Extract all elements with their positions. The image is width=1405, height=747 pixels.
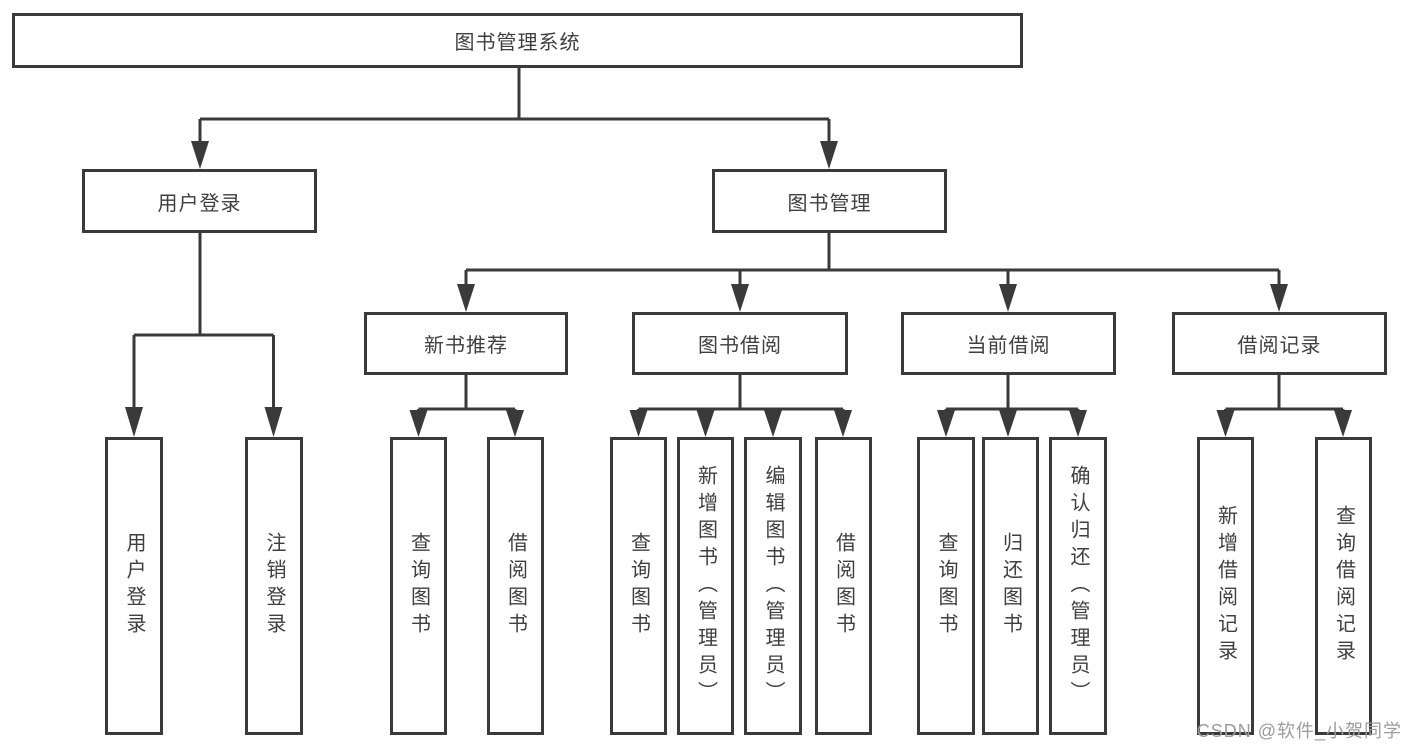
leaf-logout-login: 注销登录 — [245, 437, 303, 735]
node-user-login-label: 用户登录 — [157, 192, 242, 215]
arrowhead — [409, 410, 428, 437]
arrowhead — [731, 284, 749, 312]
leaf-user-login: 用户登录 — [105, 437, 163, 735]
node-book-management-label: 图书管理 — [787, 192, 872, 215]
node-new-book-recommend-label: 新书推荐 — [424, 335, 508, 357]
node-user-login: 用户登录 — [82, 169, 317, 233]
leaf-borrowing-add-books: 新增图书（管理员） — [677, 437, 734, 735]
arrowhead — [125, 407, 143, 437]
leaf-borrowing-query-books-label: 查询图书 — [627, 532, 650, 640]
edge-current-borrowing — [944, 375, 1080, 414]
leaf-user-login-label: 用户登录 — [123, 532, 145, 640]
arrowhead — [820, 141, 838, 169]
arrowhead — [264, 407, 283, 437]
arrowhead — [1069, 410, 1087, 437]
leaf-borrowing-edit-books: 编辑图书（管理员） — [744, 437, 802, 735]
arrowhead — [191, 141, 209, 169]
leaf-current-query-books: 查询图书 — [917, 437, 975, 735]
arrowhead — [999, 284, 1017, 312]
leaf-current-return-books-label: 归还图书 — [999, 532, 1022, 640]
edge-user-login — [132, 233, 275, 411]
node-borrowing-records: 借阅记录 — [1172, 312, 1387, 375]
edge-root-trunk — [198, 68, 831, 145]
leaf-current-confirm-return-label: 确认归还（管理员） — [1067, 464, 1089, 708]
watermark-text: CSDN @软件_小贺同学 — [1196, 721, 1402, 741]
arrowhead — [937, 410, 955, 437]
leaf-borrowing-query-books: 查询图书 — [610, 437, 667, 735]
leaf-recommend-borrow-books-label: 借阅图书 — [504, 532, 527, 640]
arrowhead — [1334, 410, 1352, 437]
arrowhead — [696, 410, 715, 437]
leaf-current-query-books-label: 查询图书 — [935, 532, 957, 640]
leaf-borrowing-borrow-books: 借阅图书 — [815, 437, 872, 735]
edge-book-management — [464, 233, 1281, 288]
leaf-borrowing-edit-books-label: 编辑图书（管理员） — [762, 464, 784, 708]
node-book-management: 图书管理 — [712, 169, 947, 233]
arrowhead — [999, 410, 1017, 437]
node-borrowing-records-label: 借阅记录 — [1237, 335, 1322, 357]
leaf-borrowing-borrow-books-label: 借阅图书 — [832, 532, 855, 640]
leaf-recommend-query-books: 查询图书 — [390, 437, 447, 735]
arrowhead — [457, 284, 475, 312]
leaf-records-add-record: 新增借阅记录 — [1197, 437, 1254, 735]
arrowhead — [506, 410, 524, 437]
edge-book-borrowing — [637, 375, 845, 414]
arrowhead — [629, 410, 648, 437]
arrowhead — [764, 410, 782, 437]
arrowhead — [834, 410, 852, 437]
node-current-borrowing: 当前借阅 — [901, 312, 1116, 375]
leaf-current-confirm-return: 确认归还（管理员） — [1049, 437, 1107, 735]
edge-borrowing-records — [1224, 375, 1345, 414]
leaf-recommend-borrow-books: 借阅图书 — [487, 437, 544, 735]
arrowhead — [1216, 410, 1235, 437]
node-new-book-recommend: 新书推荐 — [364, 312, 568, 375]
edge-new-book-recommend — [417, 375, 517, 414]
node-book-borrowing-label: 图书借阅 — [698, 335, 782, 357]
leaf-logout-login-label: 注销登录 — [263, 532, 285, 640]
leaf-records-add-record-label: 新增借阅记录 — [1214, 505, 1237, 667]
leaf-recommend-query-books-label: 查询图书 — [407, 532, 430, 640]
node-book-borrowing: 图书借阅 — [632, 312, 848, 375]
node-root: 图书管理系统 — [12, 13, 1023, 68]
node-root-label: 图书管理系统 — [454, 32, 581, 54]
leaf-records-query-record-label: 查询借阅记录 — [1332, 505, 1355, 667]
leaf-current-return-books: 归还图书 — [982, 437, 1039, 735]
leaf-records-query-record: 查询借阅记录 — [1315, 437, 1372, 735]
arrowhead — [1270, 284, 1288, 312]
node-current-borrowing-label: 当前借阅 — [966, 335, 1051, 357]
leaf-borrowing-add-books-label: 新增图书（管理员） — [694, 464, 717, 708]
